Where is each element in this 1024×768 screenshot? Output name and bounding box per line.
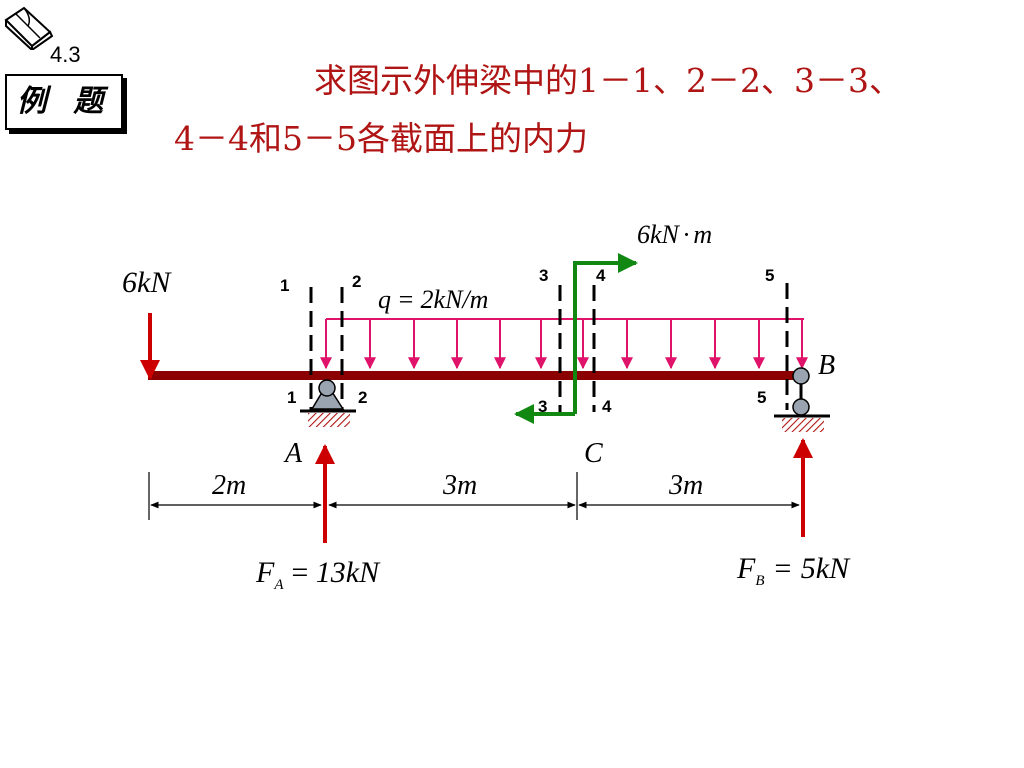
book-icon (2, 4, 58, 54)
dimension-lines (148, 472, 800, 520)
point-b-label: B (818, 350, 836, 381)
support-a-pin (300, 379, 356, 427)
section-label-5-top: 5 (765, 266, 775, 285)
section-label-2-bottom: 2 (358, 388, 368, 407)
dimension-label-1: 2m (212, 470, 247, 501)
section-label-3-bottom: 3 (538, 397, 548, 416)
dimension-label-3: 3m (669, 470, 704, 501)
reaction-a-label: FA=13kN (256, 556, 380, 593)
distributed-load (320, 318, 808, 370)
dimension-label-2: 3m (443, 470, 478, 501)
distributed-load-label: q=2kN/m (378, 285, 489, 314)
section-label-4-top: 4 (596, 266, 606, 285)
concentrated-moment (514, 253, 638, 424)
title-line-1: 求图示外伸梁中的1－1、2－2、3－3、 (314, 61, 902, 100)
section-label-1-bottom: 1 (287, 388, 297, 407)
section-number: 4.3 (50, 42, 81, 67)
beam (148, 371, 804, 380)
section-label-4-bottom: 4 (602, 397, 612, 416)
example-badge: 例 题 (5, 74, 123, 130)
point-c-label: C (584, 438, 603, 469)
section-label-3-top: 3 (539, 266, 549, 285)
title-line-2: 4－4和5－5各截面上的内力 (174, 119, 588, 158)
support-b-roller (774, 367, 830, 432)
point-a-label: A (285, 438, 303, 469)
section-label-2-top: 2 (352, 272, 362, 291)
section-label-5-bottom: 5 (757, 388, 767, 407)
reaction-b-label: FB=5kN (737, 552, 850, 589)
section-label-1-top: 1 (280, 276, 290, 295)
moment-label: 6kN·m (637, 220, 713, 249)
section-cuts (309, 283, 789, 412)
point-load-label: 6kN (122, 266, 171, 299)
